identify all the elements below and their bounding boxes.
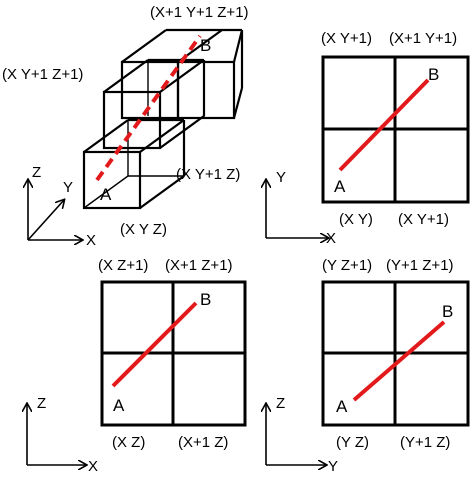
axis-label-z: Z <box>276 395 285 412</box>
path-a-to-b <box>338 78 430 172</box>
path-a-to-b <box>95 34 202 182</box>
axes-yz <box>266 404 326 465</box>
label-bottom-left: (X Z) <box>112 434 145 451</box>
point-a-label: A <box>334 177 346 196</box>
point-b-label: B <box>442 302 453 321</box>
label-top-corner: (X+1 Y+1 Z+1) <box>150 4 249 21</box>
label-top-right: (X+1 Y+1) <box>389 30 457 47</box>
label-top-right: (Y+1 Z+1) <box>386 257 454 274</box>
axis-label-x: X <box>86 232 96 249</box>
label-left-corner: (X Y+1 Z+1) <box>2 66 83 83</box>
label-bottom-corner: (X Y Z) <box>120 221 167 238</box>
xy-grid <box>321 55 470 204</box>
point-a-label: A <box>113 396 125 415</box>
axis-label-z: Z <box>32 164 41 181</box>
point-b-label: B <box>428 65 439 84</box>
label-top-left: (X Y+1) <box>321 30 372 47</box>
cube-middle <box>102 58 206 150</box>
axes-3d <box>28 180 82 240</box>
label-bottom-left: (Y Z) <box>336 434 369 451</box>
label-bottom-right: (Y+1 Z) <box>400 434 450 451</box>
xz-grid <box>100 280 247 427</box>
axis-label-x: X <box>88 458 98 475</box>
point-a-label: A <box>100 185 112 204</box>
cube-top <box>120 28 244 120</box>
label-bottom-right: (X Y+1) <box>398 211 449 228</box>
point-b-label: B <box>200 36 211 55</box>
axis-label-y: Y <box>63 179 73 196</box>
axes-xz <box>27 404 86 465</box>
xy-view: (X Y+1) (X+1 Y+1) (X Y) (X Y+1) A B Y X <box>266 30 470 247</box>
cube-stack <box>82 28 244 210</box>
label-top-left: (X Z+1) <box>98 257 148 274</box>
path-a-to-b <box>111 301 198 388</box>
path-a-to-b <box>352 320 446 402</box>
xz-view: (X Z+1) (X+1 Z+1) (X Z) (X+1 Z) A B Z X <box>27 257 247 475</box>
label-top-left: (Y Z+1) <box>322 257 372 274</box>
axis-label-y: Y <box>276 169 286 186</box>
point-b-label: B <box>200 290 211 309</box>
label-bottom-left: (X Y) <box>339 211 373 228</box>
yz-grid <box>321 280 470 427</box>
cube-view: (X+1 Y+1 Z+1) (X Y+1 Z+1) (X Y+1 Z) (X Y… <box>2 4 249 249</box>
axis-label-y: Y <box>328 458 338 475</box>
yz-view: (Y Z+1) (Y+1 Z+1) (Y Z) (Y+1 Z) A B Z Y <box>266 257 470 475</box>
label-bottom-right: (X+1 Z) <box>178 434 228 451</box>
axis-label-x: X <box>326 230 336 247</box>
label-top-right: (X+1 Z+1) <box>165 257 233 274</box>
label-right-corner: (X Y+1 Z) <box>176 166 240 183</box>
point-a-label: A <box>336 397 348 416</box>
axes-xy <box>266 180 328 238</box>
cube-bottom <box>82 118 186 210</box>
axis-label-z: Z <box>37 395 46 412</box>
